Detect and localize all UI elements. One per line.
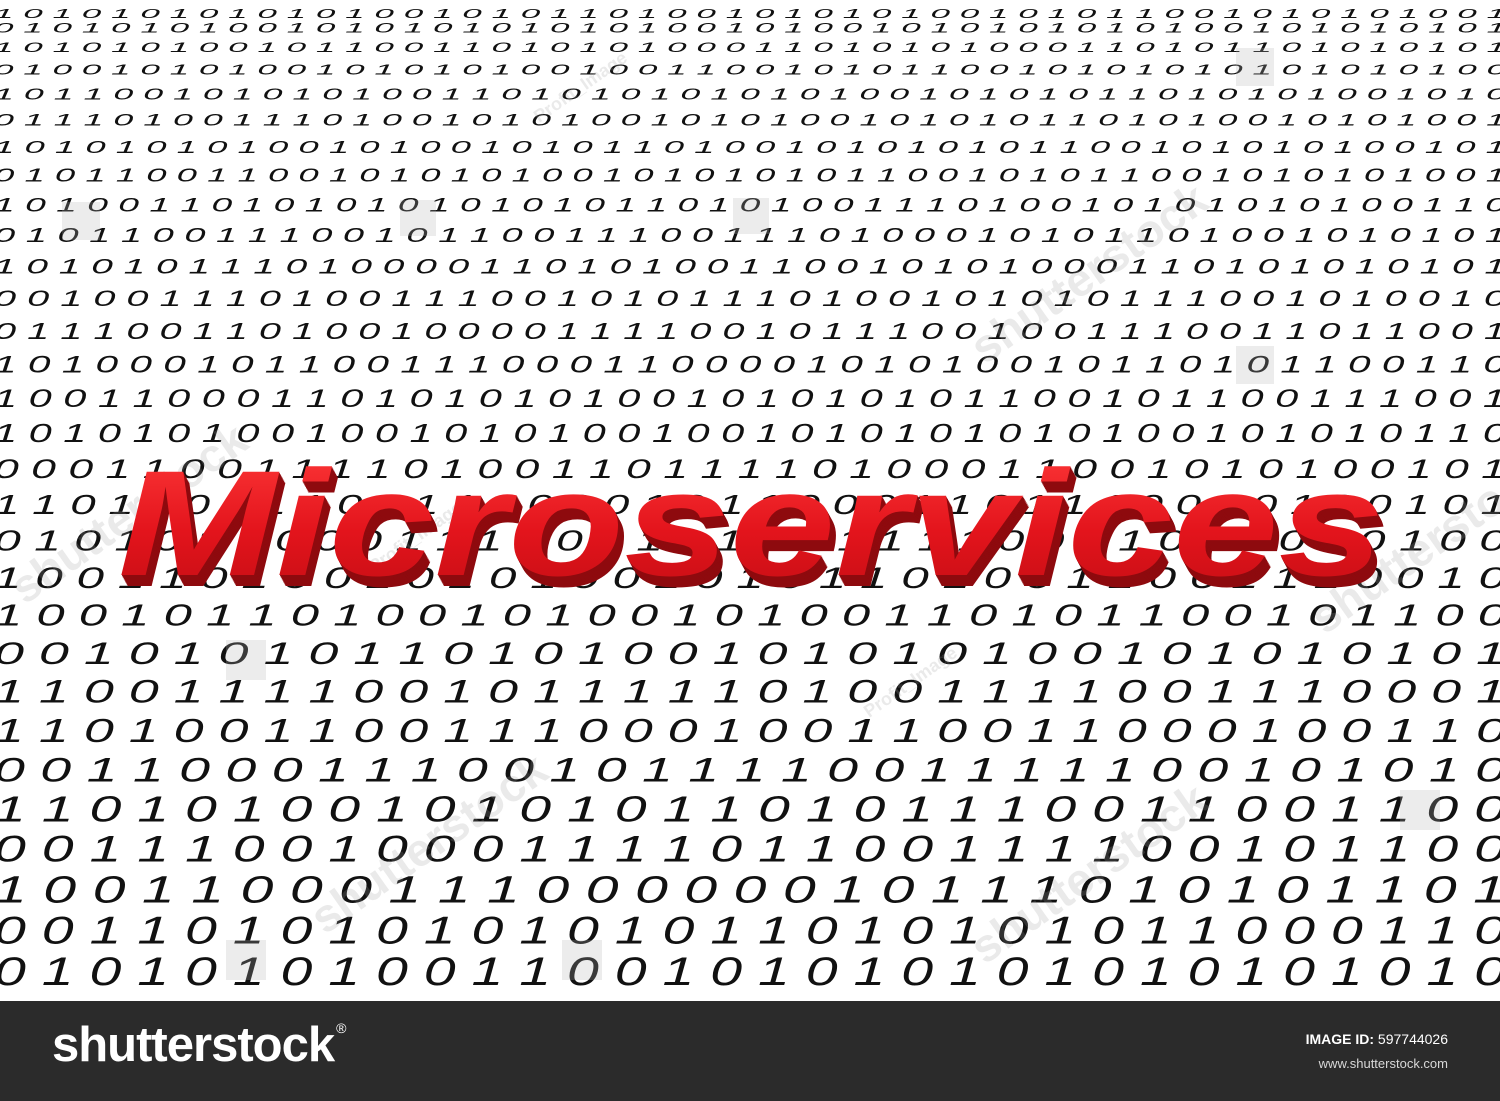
- binary-row: 0 1 0 0 1 0 1 0 1 0 0 1 0 1 0 1 0 1 0 0 …: [0, 62, 1500, 79]
- photo-scene: 1 0 1 0 1 0 1 0 1 0 1 0 1 0 0 1 0 1 0 1 …: [0, 6, 1500, 994]
- binary-row: 1 0 1 0 0 0 1 0 1 1 0 0 1 1 1 0 0 0 1 1 …: [0, 353, 1500, 379]
- binary-row: 0 0 1 1 1 0 0 1 0 0 0 1 1 1 1 0 1 1 0 0 …: [0, 829, 1500, 870]
- binary-row: 0 1 0 1 1 0 0 1 1 0 0 1 0 1 0 1 0 1 0 0 …: [0, 165, 1500, 186]
- binary-row: 1 0 1 0 1 0 1 0 0 1 0 0 1 0 1 0 1 0 0 1 …: [0, 420, 1500, 448]
- binary-row: 1 0 1 0 0 1 1 0 1 0 1 0 1 0 1 0 1 0 1 0 …: [0, 195, 1500, 216]
- shutterstock-logo: shutterstock®: [52, 1018, 346, 1072]
- headline-extrusion-layer: Microservices: [123, 449, 1389, 617]
- binary-row: 0 1 1 1 0 1 0 0 1 1 1 0 1 0 0 1 0 1 0 1 …: [0, 110, 1500, 129]
- binary-row: 1 0 0 1 1 0 0 0 1 1 1 0 0 0 0 0 0 1 0 1 …: [0, 869, 1500, 911]
- headline-extrusion-layer: Microservices: [119, 441, 1385, 609]
- binary-row: 1 0 1 0 1 0 1 0 0 1 0 1 1 0 0 1 1 0 1 0 …: [0, 40, 1500, 56]
- image-id-label: IMAGE ID:: [1305, 1031, 1375, 1047]
- site-url: www.shutterstock.com: [1318, 1056, 1448, 1071]
- headline-extrusion-layer: Microservices: [121, 445, 1387, 613]
- binary-row: 0 0 1 1 0 0 0 1 1 1 0 0 1 0 1 1 1 1 0 0 …: [0, 751, 1500, 789]
- headline-extrusion: MicroservicesMicroservicesMicroservicesM…: [119, 440, 1390, 618]
- watermark-square: [226, 940, 266, 980]
- watermark-square: [400, 200, 436, 236]
- headline-3d-text: MicroservicesMicroservicesMicroservicesM…: [118, 439, 1390, 618]
- binary-row: 1 0 0 1 1 0 0 0 1 1 0 1 0 1 0 1 0 1 0 0 …: [0, 386, 1500, 413]
- headline-extrusion-layer: Microservices: [120, 442, 1386, 610]
- binary-row: 0 1 1 1 0 0 1 1 0 1 0 0 1 0 0 0 0 1 1 1 …: [0, 318, 1500, 344]
- image-id-value: 597744026: [1377, 1031, 1448, 1047]
- watermark-square: [1236, 48, 1274, 86]
- binary-row: 0 1 0 1 1 0 0 1 1 1 0 0 1 0 1 1 0 0 1 1 …: [0, 225, 1500, 247]
- registered-mark: ®: [336, 1020, 346, 1036]
- image-id: IMAGE ID: 597744026: [1306, 1031, 1448, 1047]
- headline-text: Microservices: [118, 439, 1384, 607]
- watermark-square: [1236, 346, 1274, 384]
- watermark-square: [1400, 790, 1440, 830]
- binary-row: 1 0 0 1 0 1 1 0 1 0 0 1 0 1 0 0 1 0 1 0 …: [0, 599, 1500, 633]
- binary-row: 0 0 1 0 0 1 1 1 0 1 0 0 1 1 1 0 0 1 0 1 …: [0, 286, 1500, 311]
- binary-row: 0 0 1 1 0 1 0 1 0 1 0 1 0 1 0 1 1 0 1 0 …: [0, 910, 1500, 953]
- binary-row: 0 0 1 0 1 0 1 0 1 1 0 1 0 1 0 0 1 0 1 0 …: [0, 635, 1500, 671]
- watermark-square: [562, 940, 602, 980]
- binary-row: 1 0 1 1 0 0 1 0 1 0 1 0 1 0 0 1 1 0 1 0 …: [0, 86, 1500, 103]
- binary-row: 1 1 0 0 1 1 1 1 0 0 1 0 1 1 1 1 1 0 1 0 …: [0, 673, 1500, 710]
- headline-extrusion-layer: Microservices: [122, 446, 1388, 614]
- headline-extrusion-layer: Microservices: [122, 447, 1388, 615]
- headline-extrusion-layer: Microservices: [124, 450, 1390, 618]
- binary-row: 0 1 0 1 0 1 0 1 0 0 1 1 0 0 1 0 1 0 1 0 …: [0, 950, 1500, 994]
- binary-row: 1 0 1 0 1 0 1 0 1 0 0 1 0 1 0 0 1 0 1 0 …: [0, 137, 1500, 157]
- binary-digit-field: 1 0 1 0 1 0 1 0 1 0 1 0 1 0 0 1 0 1 0 1 …: [0, 6, 1500, 994]
- headline-extrusion-layer: Microservices: [123, 448, 1389, 616]
- binary-row: 0 0 0 1 1 0 0 1 1 1 1 0 1 0 0 1 1 0 1 1 …: [0, 454, 1500, 484]
- binary-row: 1 1 0 1 0 1 0 0 1 0 1 0 1 0 1 1 0 1 0 1 …: [0, 789, 1500, 829]
- headline-extrusion-layer: Microservices: [119, 440, 1385, 608]
- binary-row: 0 1 0 1 0 1 0 1 0 0 1 0 1 0 1 0 1 0 1 0 …: [0, 20, 1500, 35]
- watermark-square: [62, 202, 100, 240]
- binary-row: 1 0 1 0 1 0 1 0 1 0 1 0 1 0 0 1 0 1 0 1 …: [0, 6, 1500, 21]
- headline-extrusion-layer: Microservices: [120, 443, 1386, 611]
- binary-row: 1 1 0 1 0 0 0 1 1 0 0 1 1 1 0 0 0 1 0 1 …: [0, 489, 1500, 520]
- footer-bar: [0, 1001, 1500, 1101]
- watermark-square: [733, 198, 769, 234]
- binary-row: 1 0 0 1 1 0 1 0 0 1 0 1 0 1 0 0 1 0 1 0 …: [0, 562, 1500, 595]
- binary-row: 1 1 0 1 0 0 1 1 0 0 1 1 1 0 0 0 1 0 0 1 …: [0, 712, 1500, 750]
- binary-row: 1 0 1 0 1 0 1 1 1 0 1 0 0 0 0 1 1 0 1 0 …: [0, 256, 1500, 279]
- watermark-square: [226, 640, 266, 680]
- binary-row: 0 1 0 1 0 1 1 0 0 0 1 1 1 1 0 0 1 0 1 0 …: [0, 526, 1500, 558]
